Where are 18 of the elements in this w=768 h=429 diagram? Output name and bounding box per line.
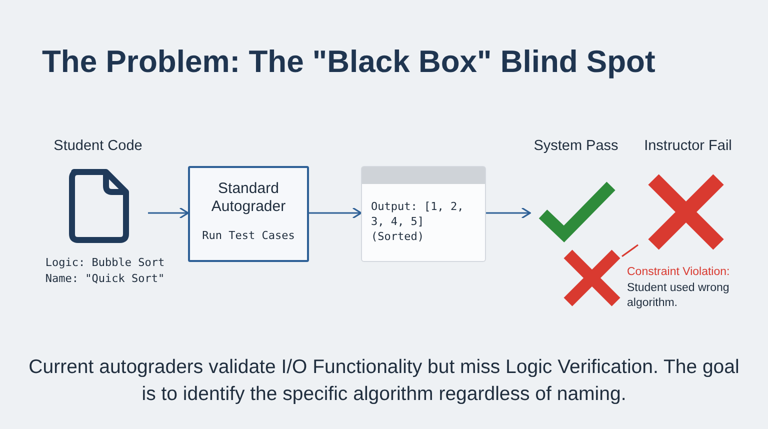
- note-text: Name: "Quick Sort": [44, 271, 166, 286]
- title: The Problem: The "Black Box" Blind Spot: [42, 44, 656, 80]
- node-label: Student Code: [52, 138, 144, 154]
- caption: Current autograders validate I/O Functionality but miss Logic Verification. The goal is to identify the specific algorithm regardless of naming.: [28, 355, 740, 407]
- note-text: Constraint Violation:: [627, 265, 731, 280]
- node-label: System Pass: [532, 138, 620, 154]
- connector-line: [622, 244, 638, 258]
- process-box: [188, 166, 309, 262]
- arrow: [486, 207, 531, 219]
- arrow: [309, 207, 362, 219]
- note-text: Logic: Bubble Sort: [44, 255, 166, 270]
- output-window: [361, 166, 486, 262]
- arrow: [148, 207, 189, 219]
- output-text: Output: [1, 2, 3, 4, 5] (Sorted): [371, 199, 465, 244]
- node-subtitle: Run Test Cases: [201, 229, 296, 242]
- node-title: Standard Autograder: [210, 180, 287, 216]
- node-label: Instructor Fail: [643, 138, 733, 154]
- note-text: Student used wrong algorithm.: [627, 281, 730, 311]
